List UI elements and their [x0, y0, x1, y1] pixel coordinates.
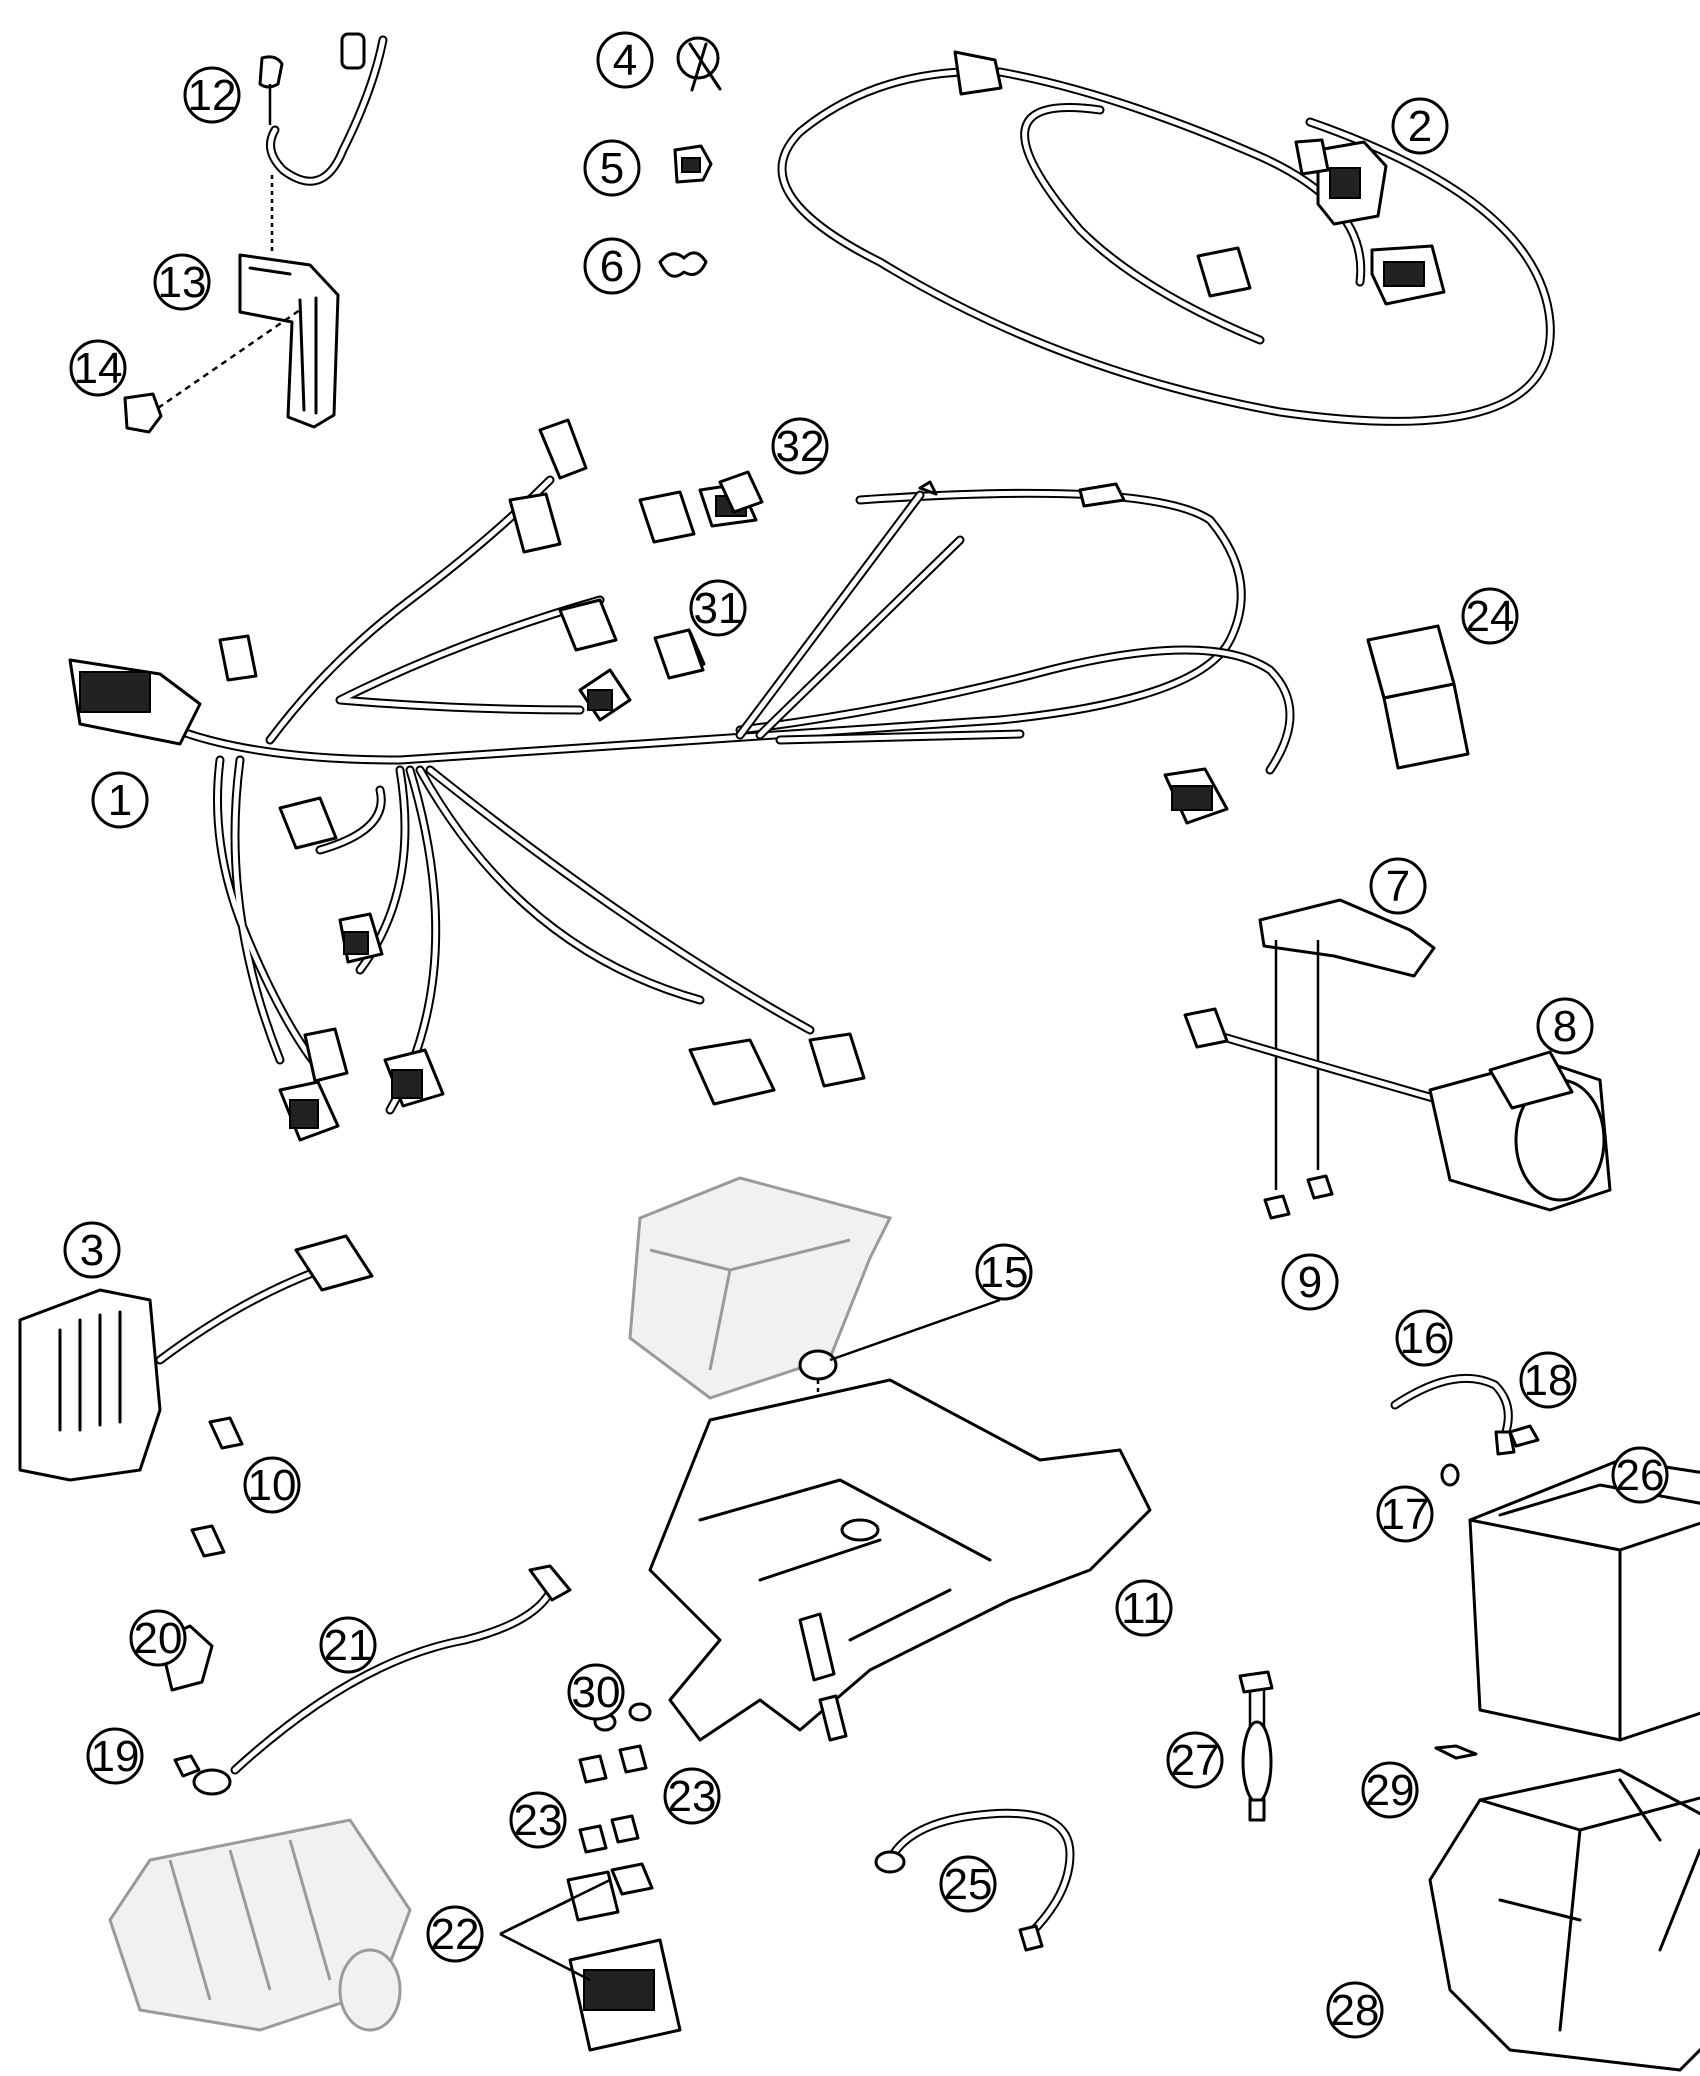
callout-label: 3: [80, 1226, 104, 1275]
callout: 13: [153, 253, 211, 311]
callout: 23: [663, 1767, 721, 1825]
callout-label: 4: [613, 36, 637, 85]
callout: 28: [1326, 1981, 1384, 2039]
callout-label: 12: [188, 71, 237, 120]
callout-label: 28: [1331, 1986, 1380, 2035]
callout: 7: [1369, 857, 1427, 915]
battery-cover: [1428, 1744, 1700, 2072]
callout: 10: [243, 1456, 301, 1514]
callout-label: 17: [1381, 1490, 1430, 1539]
callout-label: 25: [944, 1860, 993, 1909]
callout-label: 31: [694, 584, 743, 633]
callout-label: 1: [108, 776, 132, 825]
callout-label: 10: [248, 1461, 297, 1510]
callout-label: 15: [980, 1248, 1029, 1297]
callout-labels: 1 2 3 4 5 6 7 8 9 10 11 12 13 14 15: [63, 31, 1669, 2039]
callout: 19: [86, 1727, 144, 1785]
callout: 12: [183, 66, 241, 124]
callout: 9: [1281, 1253, 1339, 1311]
callout: 27: [1166, 1731, 1224, 1789]
cable-assembly: [158, 1564, 572, 1796]
callout: 21: [319, 1616, 377, 1674]
callout-label: 29: [1366, 1766, 1415, 1815]
callout: 11: [1115, 1579, 1173, 1637]
fuse-holder: [1238, 1670, 1274, 1822]
callout: 6: [583, 237, 641, 295]
callout: 29: [1361, 1761, 1419, 1819]
callout-label: 23: [668, 1772, 717, 1821]
starter-motor-ghost: [108, 1818, 412, 2032]
callout: 31: [689, 579, 747, 637]
callout: 2: [1391, 97, 1449, 155]
callout: 16: [1395, 1309, 1453, 1367]
callout: 4: [596, 31, 654, 89]
callout-label: 26: [1616, 1451, 1665, 1500]
callout: 22: [426, 1905, 484, 1963]
callout-label: 6: [600, 242, 624, 291]
callout-label: 18: [1524, 1356, 1573, 1405]
callout-label: 23: [514, 1796, 563, 1845]
callout: 18: [1519, 1351, 1577, 1409]
callout: 25: [939, 1855, 997, 1913]
callout: 1: [91, 771, 149, 829]
main-harness: [68, 418, 1295, 1142]
callout: 14: [69, 339, 127, 397]
callout-label: 21: [324, 1621, 373, 1670]
callout: 20: [129, 1609, 187, 1667]
callout-label: 24: [1466, 592, 1515, 641]
callout: 17: [1376, 1485, 1434, 1543]
regulator: [18, 1234, 374, 1558]
callout: 30: [567, 1663, 625, 1721]
callout-label: 13: [158, 258, 207, 307]
callout: 32: [771, 417, 829, 475]
battery-assembly: [1390, 1373, 1700, 1742]
relay-block: [1366, 624, 1470, 770]
small-cable: [874, 1808, 1075, 1952]
connector-caps: [653, 470, 764, 680]
callout: 26: [1611, 1446, 1669, 1504]
callout-label: 32: [776, 422, 825, 471]
callout-label: 30: [572, 1668, 621, 1717]
callout-label: 14: [74, 344, 123, 393]
mounting-tray: [648, 1298, 1152, 1742]
callout-label: 27: [1171, 1736, 1220, 1785]
callout-label: 5: [600, 144, 624, 193]
loop-harness: [777, 50, 1555, 426]
callout-label: 2: [1408, 102, 1432, 151]
small-clips: [658, 36, 722, 278]
callout-label: 20: [134, 1614, 183, 1663]
callout: 3: [63, 1221, 121, 1279]
callout: 15: [975, 1243, 1033, 1301]
callout: 5: [583, 139, 641, 197]
callout-label: 22: [431, 1910, 480, 1959]
bracket-assembly: [123, 32, 388, 434]
callout-label: 11: [1121, 1584, 1167, 1633]
callout: 8: [1536, 997, 1594, 1055]
callout-label: 8: [1553, 1002, 1577, 1051]
callout: 23: [509, 1791, 567, 1849]
callout-label: 7: [1386, 862, 1410, 911]
callout-label: 19: [91, 1732, 140, 1781]
relay-fuses: [499, 1702, 682, 2052]
sensor-bracket: [1183, 898, 1612, 1220]
callout: 24: [1461, 587, 1519, 645]
callout-label: 16: [1400, 1314, 1449, 1363]
callout-label: 9: [1298, 1258, 1322, 1307]
control-unit-ghost: [628, 1176, 893, 1400]
